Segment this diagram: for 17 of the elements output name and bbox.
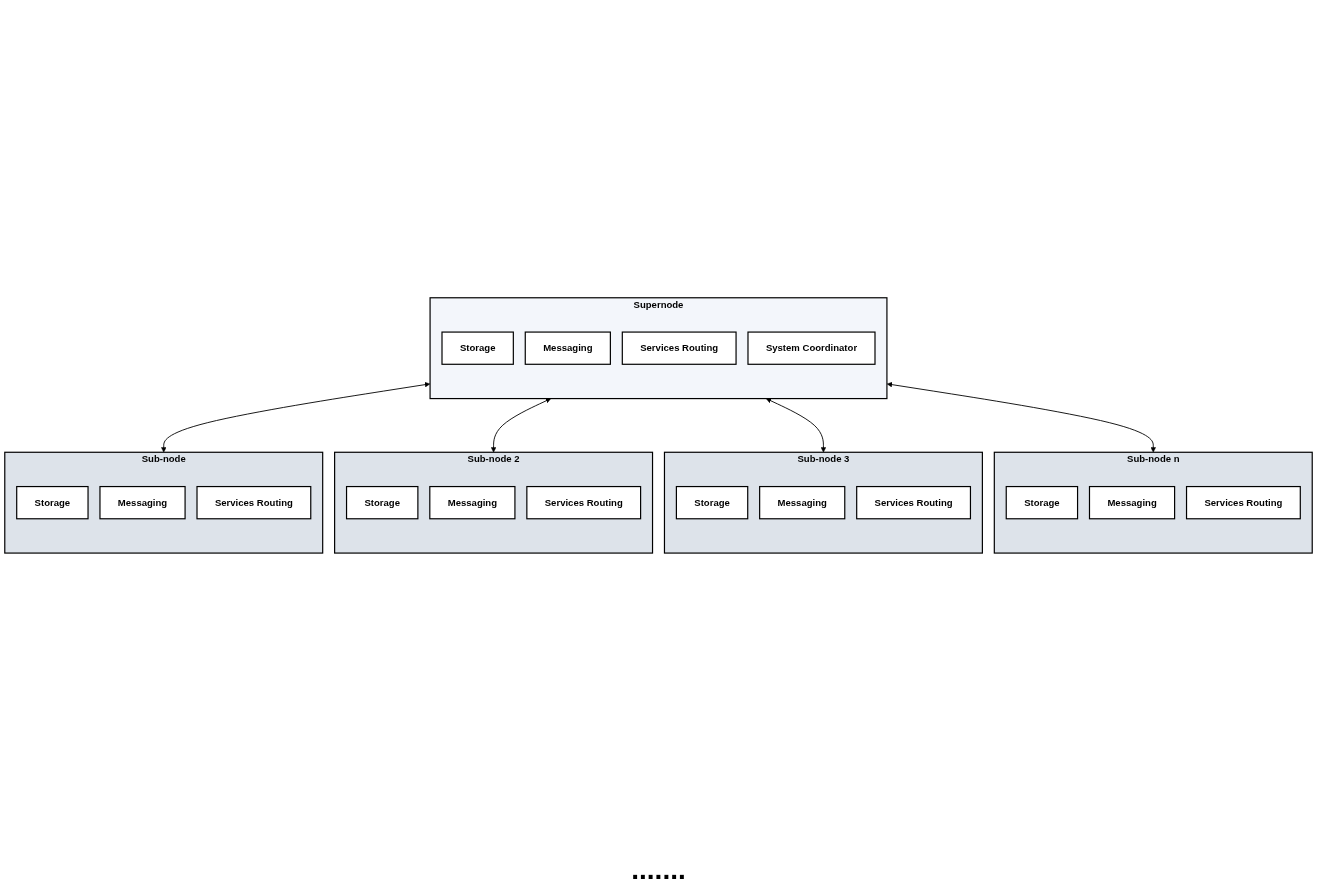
node-box: Storage	[441, 331, 514, 365]
node-box: Storage	[1005, 485, 1079, 519]
node-box: Services Routing	[621, 331, 737, 365]
node-box: Messaging	[99, 485, 186, 519]
ellipsis-note: .......	[631, 854, 686, 885]
node-box: Storage	[675, 485, 749, 519]
node-box: System Coordinator	[747, 331, 876, 365]
node-box: Messaging	[759, 485, 846, 519]
node-box: Messaging	[524, 331, 611, 365]
node-box: Services Routing	[526, 485, 642, 519]
node-box: Services Routing	[1185, 485, 1301, 519]
node-box: Messaging	[1088, 485, 1176, 519]
node-box: Storage	[345, 485, 419, 519]
node-box: Services Routing	[856, 485, 972, 519]
node-box: Services Routing	[196, 485, 312, 519]
node-box: Storage	[16, 485, 89, 519]
node-box: Messaging	[429, 485, 516, 519]
